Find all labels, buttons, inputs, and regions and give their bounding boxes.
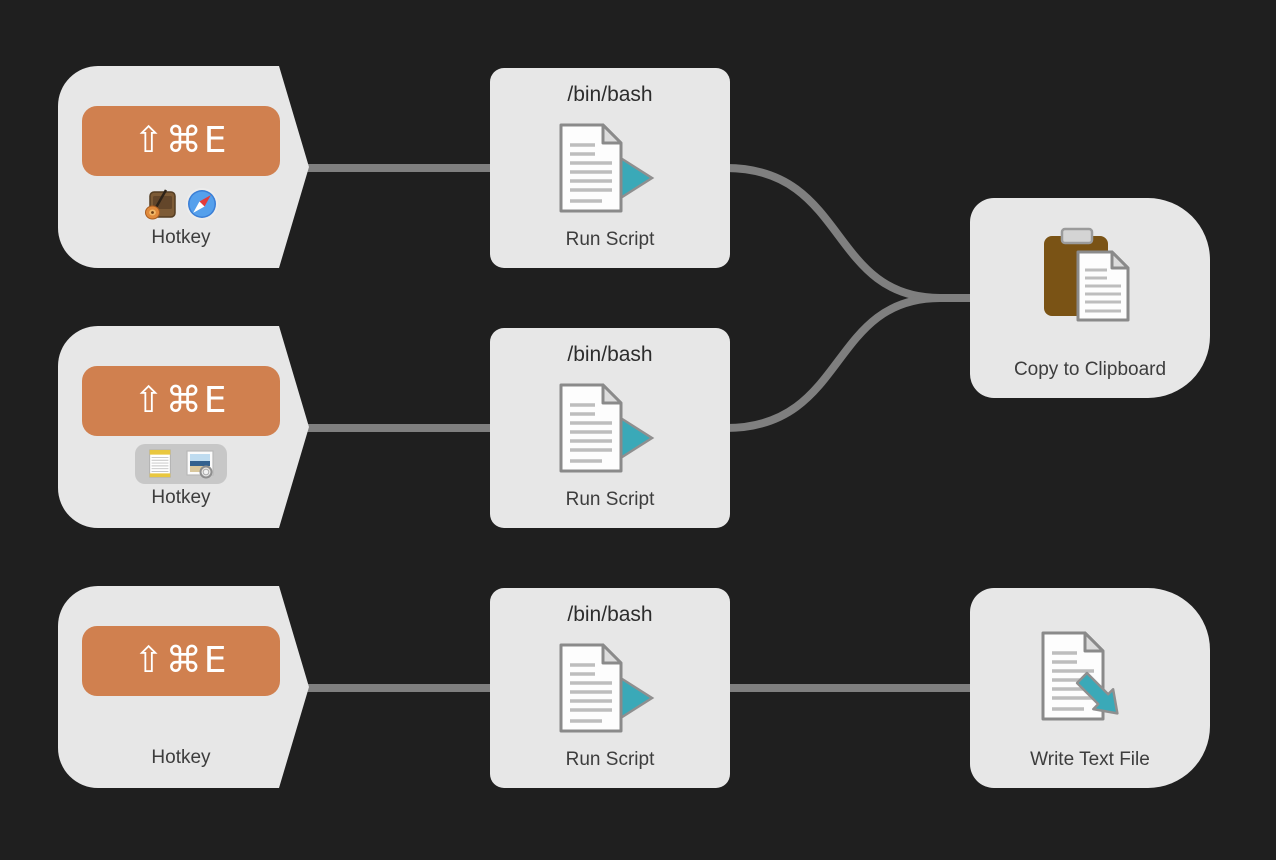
node-hotkey-trigger-1[interactable]: ⇧⌘E Hotkey: [58, 66, 309, 268]
node-label: Copy to Clipboard: [1013, 359, 1167, 380]
connection-script2-output1[interactable]: [725, 294, 974, 432]
hotkey1-app-icons: [58, 184, 304, 224]
node-run-script-1[interactable]: /bin/bash Run Script: [490, 68, 730, 268]
preview-icon: [186, 450, 214, 479]
node-label: Run Script: [565, 229, 655, 250]
node-label: Run Script: [565, 489, 655, 510]
node-label: Write Text File: [1030, 749, 1150, 770]
garageband-icon: [145, 189, 176, 220]
node-run-script-3[interactable]: /bin/bash Run Script: [490, 588, 730, 788]
node-copy-to-clipboard[interactable]: Copy to Clipboard: [970, 198, 1210, 398]
hotkey2-app-icons: [58, 444, 304, 484]
hotkey-shortcut-text: ⇧⌘E: [133, 380, 229, 421]
node-label: Hotkey: [151, 487, 211, 508]
run-script-icon: [559, 383, 655, 473]
script-shell-title: /bin/bash: [567, 603, 653, 626]
connection-script1-output1[interactable]: [725, 164, 974, 302]
hotkey-shortcut-badge[interactable]: ⇧⌘E: [82, 626, 280, 696]
run-script-icon: [559, 123, 655, 213]
hotkey-shortcut-badge[interactable]: ⇧⌘E: [82, 106, 280, 176]
app-icon-pill: [135, 444, 227, 484]
node-run-script-2[interactable]: /bin/bash Run Script: [490, 328, 730, 528]
node-write-text-file[interactable]: Write Text File: [970, 588, 1210, 788]
copy-to-clipboard-icon: [1044, 227, 1130, 322]
node-label: Run Script: [565, 749, 655, 770]
textedit-icon: [149, 449, 171, 478]
run-script-icon: [559, 643, 655, 733]
node-hotkey-trigger-2[interactable]: ⇧⌘E Hotkey: [58, 326, 309, 528]
script-shell-title: /bin/bash: [567, 83, 653, 106]
node-hotkey-trigger-3[interactable]: ⇧⌘E Hotkey: [58, 586, 309, 788]
node-label: Hotkey: [151, 227, 211, 248]
hotkey-shortcut-badge[interactable]: ⇧⌘E: [82, 366, 280, 436]
hotkey-shortcut-text: ⇧⌘E: [133, 640, 229, 681]
hotkey-shortcut-text: ⇧⌘E: [133, 120, 229, 161]
write-text-file-icon: [1041, 631, 1119, 721]
script-shell-title: /bin/bash: [567, 343, 653, 366]
safari-icon: [186, 188, 218, 220]
node-label: Hotkey: [151, 747, 211, 768]
